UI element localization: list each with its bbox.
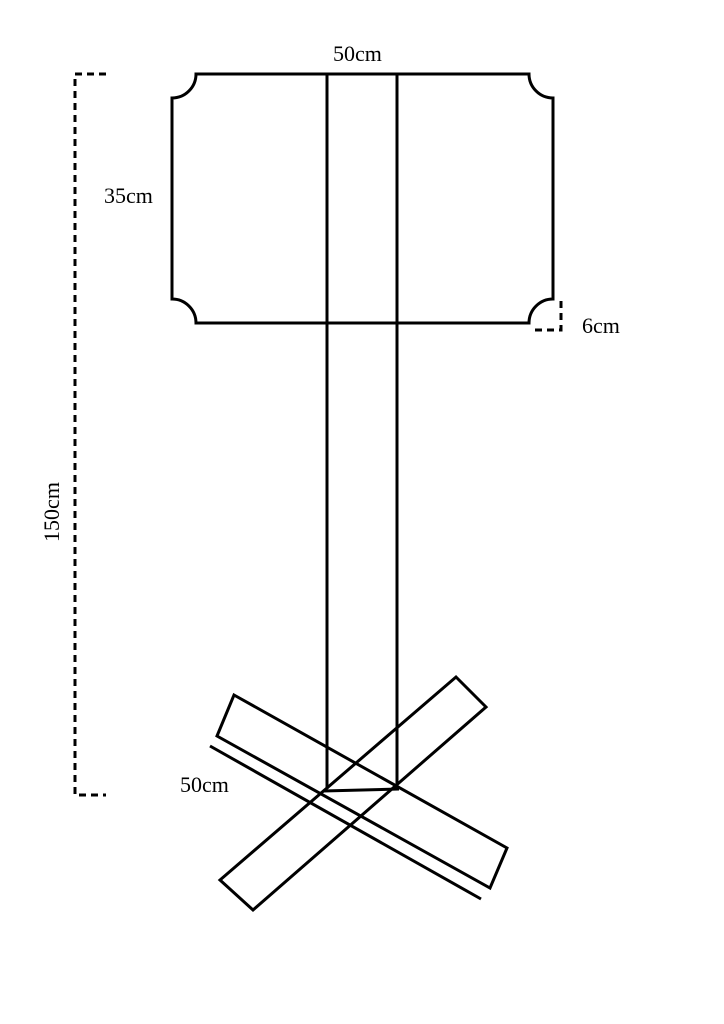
total-height-dimension	[73, 72, 106, 797]
base-leg-b	[217, 674, 489, 913]
corner-radius-dimension	[530, 301, 563, 332]
board-height-label: 35cm	[104, 183, 153, 208]
base-width-line	[209, 744, 482, 901]
base-width-label: 50cm	[180, 772, 229, 797]
board-width-label: 50cm	[333, 41, 382, 66]
post-bottom-bar	[322, 787, 400, 793]
sign-board-outline	[170, 72, 555, 325]
base-leg-a	[215, 692, 509, 891]
total-height-label: 150cm	[39, 482, 64, 542]
corner-radius-label: 6cm	[582, 313, 620, 338]
